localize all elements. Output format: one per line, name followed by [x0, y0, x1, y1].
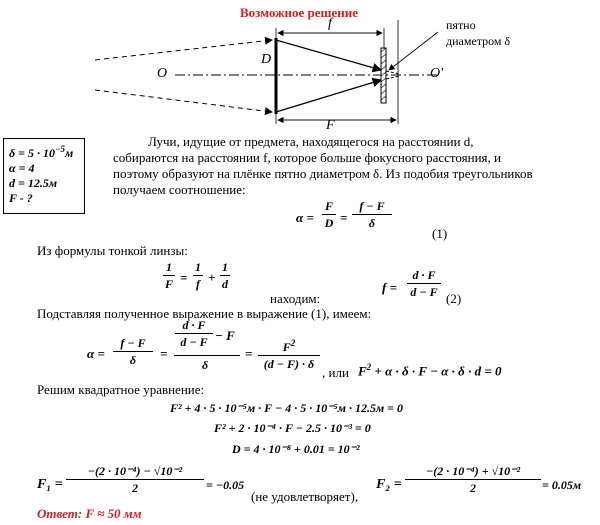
intro-line-4: получаем соотношение: [113, 182, 246, 197]
intro-line-1: Лучи, идущие от предмета, находящегося н… [148, 134, 474, 149]
subst-lhs: α = [87, 346, 105, 361]
subst-main-bar [174, 355, 240, 356]
label-O-left: O [157, 66, 168, 81]
ray-to-focus-bottom [380, 75, 401, 81]
quad-line-2: F² + 2 · 10⁻⁴ · F − 2.5 · 10⁻³ = 0 [214, 421, 371, 435]
intro-line-2: собираются на расстоянии f, которое боль… [113, 150, 501, 165]
page-title: Возможное решение [240, 5, 359, 20]
film-plane [380, 47, 387, 104]
subst-b-den: δ [202, 358, 209, 372]
spot-pointer [388, 31, 439, 71]
lens-text: Из формулы тонкой линзы: [37, 243, 188, 258]
refracted-ray-top [275, 39, 383, 73]
incoming-ray-bottom [94, 89, 273, 116]
lens-number: (2) [446, 291, 462, 306]
root-F1-note: (не удовлетворяет), [251, 489, 359, 504]
lens-f-lhs: f = [382, 280, 397, 295]
given-alpha: α = 4 [9, 161, 35, 175]
lens-ray-diagram [94, 20, 440, 124]
subst-text: Подставляя полученное выражение в выраже… [37, 306, 372, 321]
root-F1-value: = −0.05 [206, 478, 245, 492]
lens-plus: + [208, 270, 216, 285]
refracted-ray-bottom [275, 77, 383, 113]
subst-rhs: F2 + α · δ · F − α · δ · d = 0 [358, 362, 502, 379]
quad-text: Решим квадратное уравнение: [37, 382, 205, 397]
root-F1-lhs: F₁ = [37, 477, 63, 492]
eq1-equals: = [340, 210, 348, 225]
label-F: F [326, 118, 335, 133]
intro-line-3: поэтому образуют на плёнке пятно диаметр… [113, 166, 533, 181]
spot-label-line1: пятно [446, 18, 476, 32]
root-F2-value: = 0.05м [542, 478, 582, 492]
subst-minus-F: − F [215, 328, 235, 343]
given-box: δ = 5 · 10−5м α = 4 d = 12.5м F - ? [3, 138, 85, 214]
label-O-right: O' [430, 66, 444, 81]
eq1-number: (1) [432, 226, 448, 241]
subst-or: , или [322, 365, 349, 380]
incoming-ray-top [94, 36, 273, 61]
label-D: D [261, 52, 272, 67]
subst-frac-c: F2(d − F) · δ [258, 336, 320, 371]
quad-line-3: D = 4 · 10⁻⁸ + 0.01 = 10⁻² [232, 442, 360, 456]
given-ask: F - ? [9, 191, 33, 205]
spot-label-line2: диаметром δ [446, 34, 511, 48]
given-delta: δ = 5 · 10−5м [9, 144, 74, 160]
answer: Ответ: F ≈ 50 мм [37, 506, 142, 521]
ray-to-focus-top [380, 69, 401, 75]
lens-found: находим: [270, 291, 321, 306]
lens-equals: = [180, 270, 188, 285]
given-d: d = 12.5м [9, 176, 58, 190]
label-f: f [328, 16, 332, 31]
eq1-lhs: α = [296, 210, 314, 225]
quad-line-1: F² + 4 · 5 · 10⁻⁵м · F − 4 · 5 · 10⁻⁵м ·… [170, 401, 404, 415]
root-F2-lhs: F₂ = [376, 477, 402, 492]
subst-eq1: = [160, 346, 168, 361]
subst-eq2: = [245, 346, 253, 361]
